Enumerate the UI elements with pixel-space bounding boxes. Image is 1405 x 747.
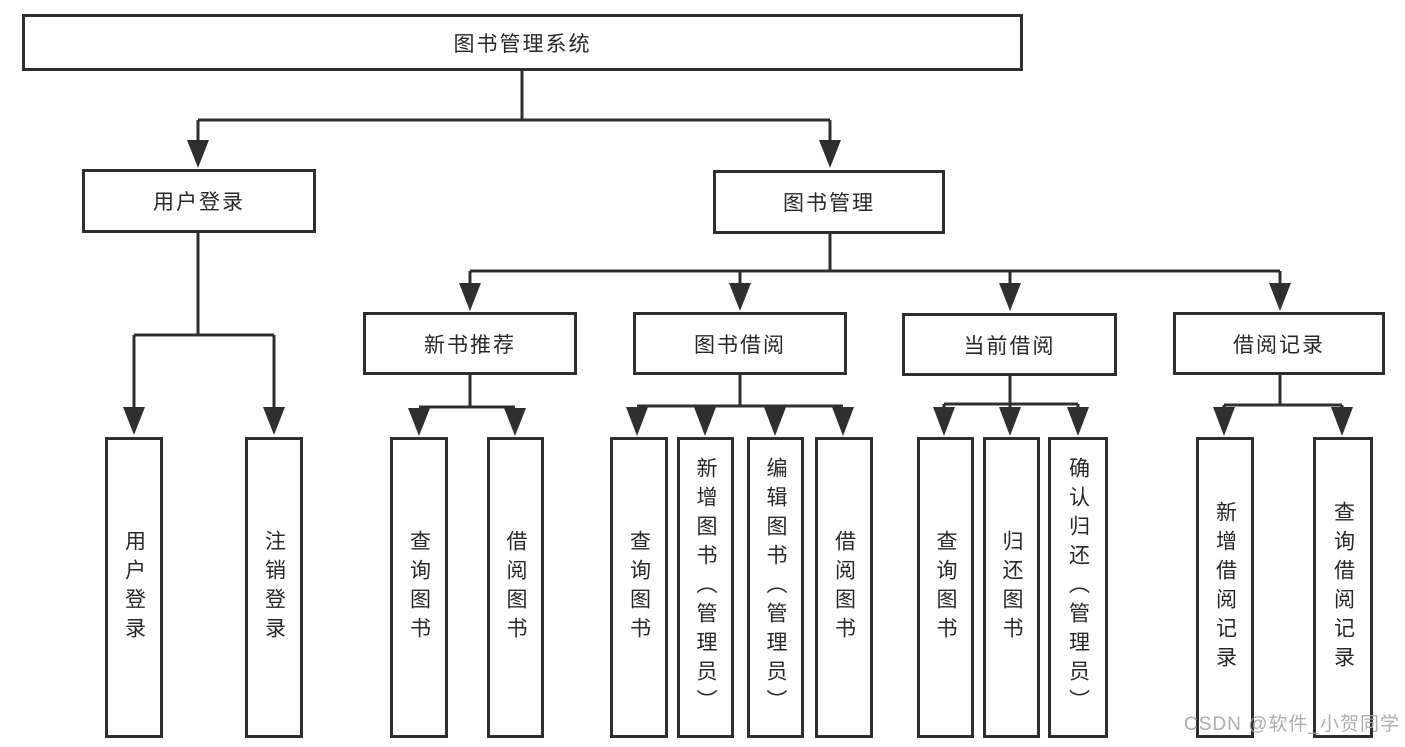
leaf-user-login: 用户登录 [105,437,163,738]
node-borrow-records: 借阅记录 [1173,312,1385,375]
leaf-newbooks-query: 查询图书 [390,437,448,738]
csdn-watermark: CSDN @软件_小贺同学 [1184,714,1400,735]
leaf-records-query-label: 查询借阅记录 [1331,500,1355,675]
node-root-system: 图书管理系统 [22,14,1023,71]
node-user-login-label: 用户登录 [153,191,245,214]
leaf-borrow-edit-admin-label: 编辑图书（管理员） [764,457,787,718]
leaf-newbooks-borrow: 借阅图书 [487,437,544,738]
leaf-current-confirm-admin-label: 确认归还（管理员） [1066,457,1090,718]
leaf-borrow-add-admin: 新增图书（管理员） [677,437,734,738]
leaf-newbooks-borrow-label: 借阅图书 [504,529,527,646]
leaf-current-return-label: 归还图书 [1000,529,1023,646]
leaf-records-add: 新增借阅记录 [1196,437,1254,738]
node-book-management: 图书管理 [713,170,945,234]
leaf-records-add-label: 新增借阅记录 [1213,500,1237,675]
node-book-borrow-label: 图书借阅 [694,333,786,357]
leaf-borrow-book: 借阅图书 [815,437,873,738]
node-new-book-recommend: 新书推荐 [363,312,577,375]
leaf-logout-label: 注销登录 [262,529,286,646]
node-root-label: 图书管理系统 [453,32,592,56]
leaf-borrow-book-label: 借阅图书 [832,529,856,646]
leaf-current-return: 归还图书 [983,437,1040,738]
leaf-borrow-query-label: 查询图书 [627,529,651,646]
node-book-borrow: 图书借阅 [633,312,847,375]
leaf-borrow-add-admin-label: 新增图书（管理员） [694,457,717,718]
node-user-login: 用户登录 [82,169,316,233]
node-borrow-records-label: 借阅记录 [1233,333,1325,357]
leaf-current-confirm-admin: 确认归还（管理员） [1048,437,1108,738]
leaf-borrow-query: 查询图书 [610,437,668,738]
leaf-records-query: 查询借阅记录 [1313,437,1373,738]
node-new-book-recommend-label: 新书推荐 [424,333,516,357]
node-current-borrow: 当前借阅 [902,313,1117,376]
leaf-logout: 注销登录 [245,437,303,738]
leaf-current-query-label: 查询图书 [934,529,957,646]
leaf-borrow-edit-admin: 编辑图书（管理员） [747,437,804,738]
leaf-newbooks-query-label: 查询图书 [407,529,431,646]
node-book-management-label: 图书管理 [783,192,875,215]
node-current-borrow-label: 当前借阅 [963,334,1056,358]
leaf-current-query: 查询图书 [917,437,974,738]
leaf-user-login-label: 用户登录 [122,529,146,646]
